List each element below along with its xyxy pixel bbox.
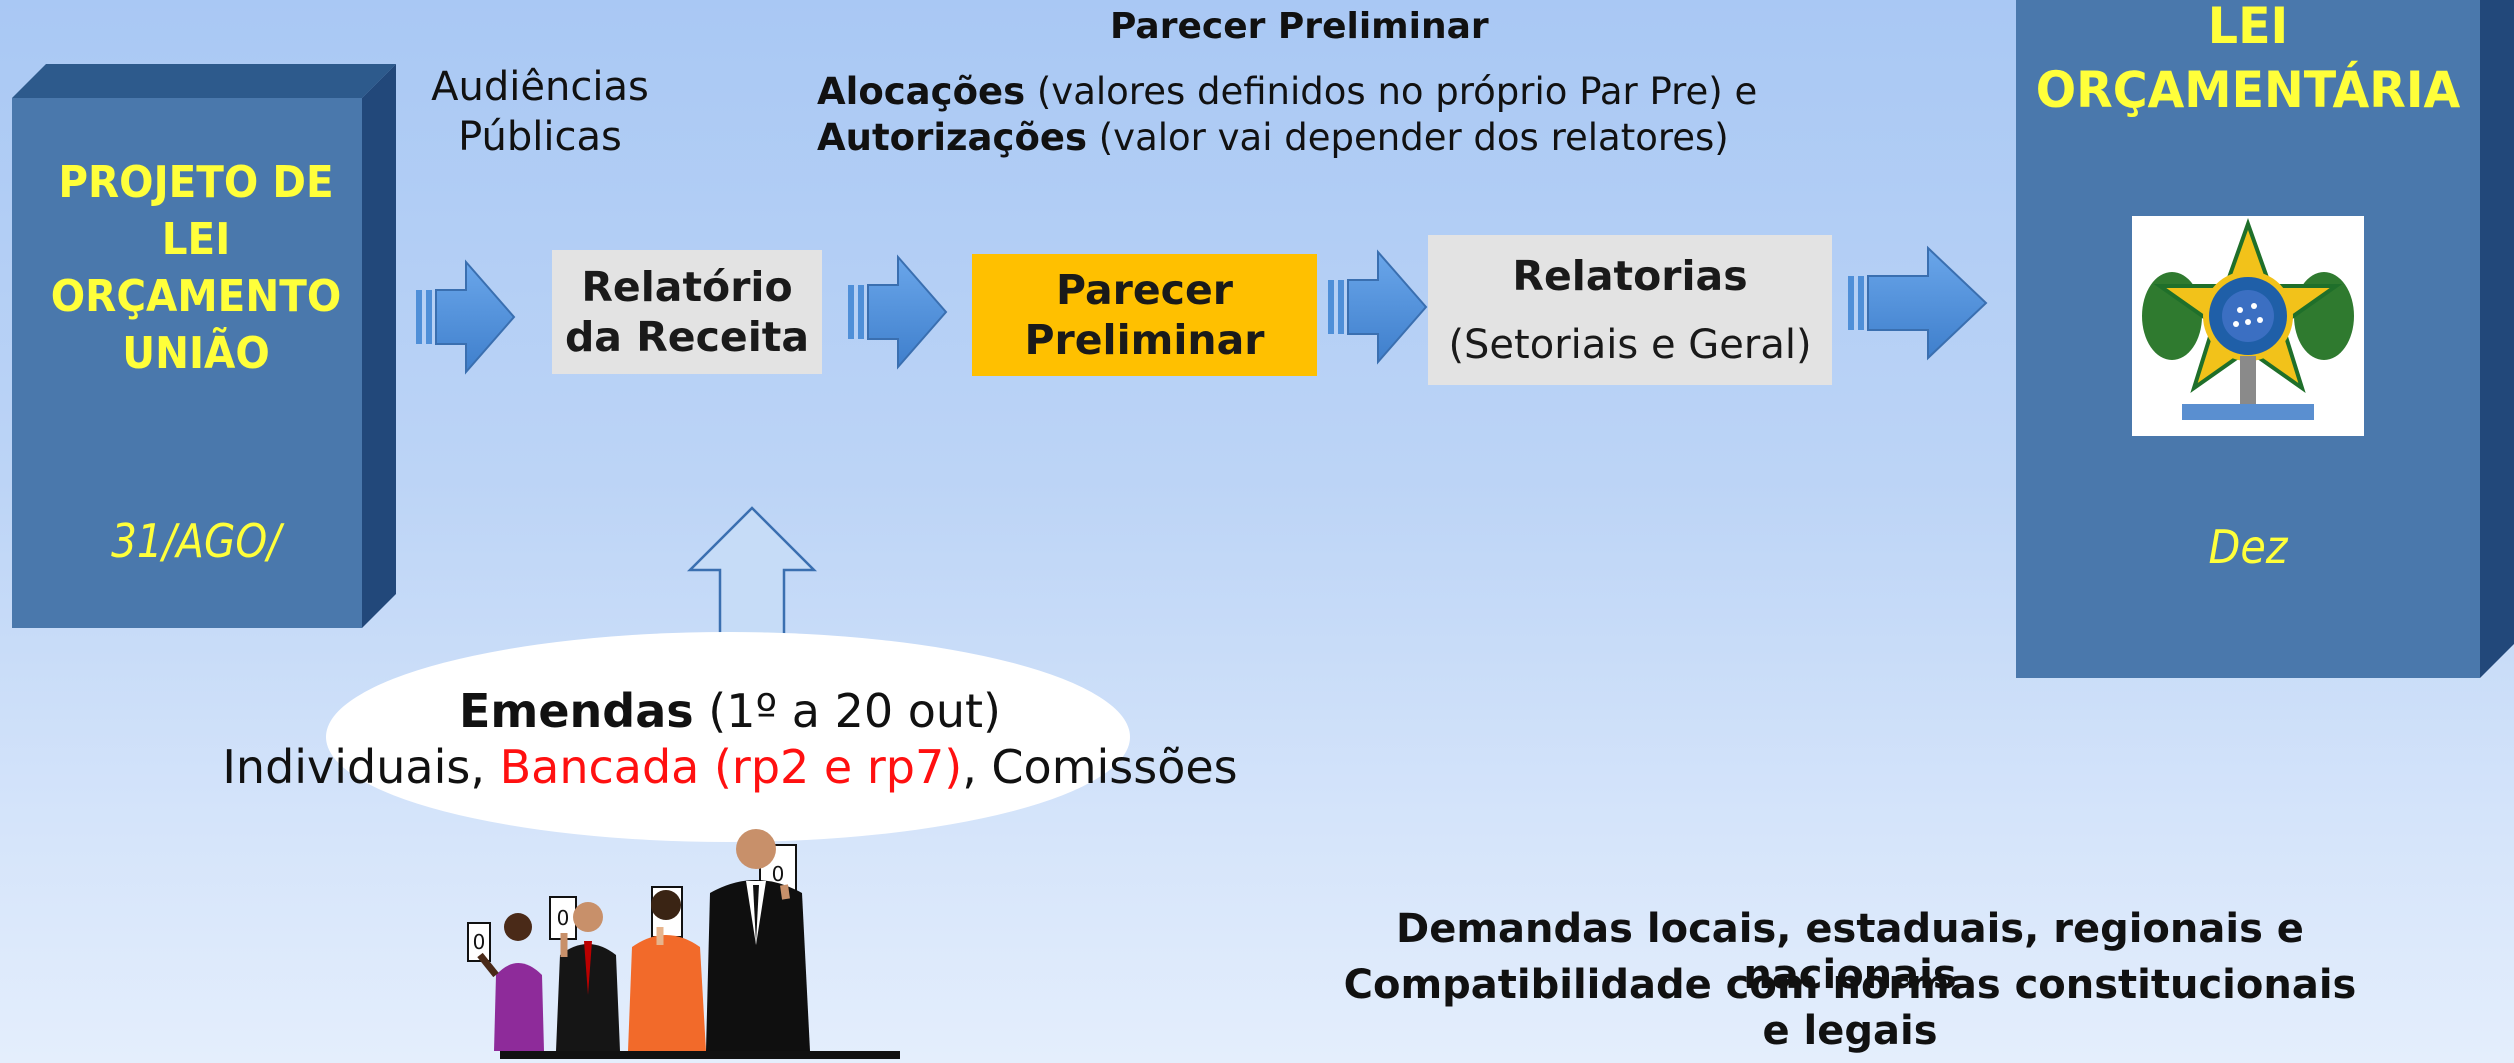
relatorio-receita-step: Relatório da Receita — [552, 250, 822, 374]
projeto-title-line: PROJETO DE — [58, 157, 334, 208]
step-label: Preliminar — [1024, 316, 1265, 364]
projeto-title-line: UNIÃO — [122, 328, 270, 379]
audiencias-line: Audiências — [431, 64, 649, 110]
right-arrow-icon — [1848, 245, 1988, 361]
emendas-dates: (1º a 20 out) — [693, 684, 1002, 738]
right-arrow-icon — [848, 254, 948, 370]
emendas-type: Individuais, — [222, 740, 500, 794]
emendas-type: , Comissões — [962, 740, 1238, 794]
autorizacoes-bold: Autorizações — [817, 116, 1087, 159]
alocacoes-rest: (valores definidos no próprio Par Pre) e — [1025, 70, 1758, 113]
projeto-de-lei-box: PROJETO DE LEI ORÇAMENTO UNIÃO 31/AGO/ — [12, 64, 412, 630]
projeto-box-shape — [12, 64, 396, 628]
coat-of-arms-icon — [2132, 216, 2364, 436]
emendas-bold: Emendas — [458, 684, 694, 738]
emendas-types-line: Individuais, Bancada (rp2 e rp7), Comiss… — [0, 740, 1460, 794]
page-title: Parecer Preliminar — [1110, 6, 1489, 47]
lei-title-line: LEI — [2207, 0, 2289, 55]
lei-date: Dez — [2208, 520, 2288, 574]
vote-card-label: 0 — [473, 930, 486, 954]
demandas-line: Demandas locais, estaduais, regionais e … — [1396, 906, 2304, 998]
vote-card-label: 0 — [772, 862, 785, 886]
alocacoes-bold: Alocações — [817, 70, 1026, 113]
compatibilidade-line: Compatibilidade com normas constituciona… — [1343, 962, 2357, 1054]
lei-title-line: ORÇAMENTÁRIA — [2035, 61, 2461, 119]
projeto-date: 31/AGO/ — [111, 514, 281, 568]
autorizacoes-line: Autorizações (valor vai depender dos rel… — [817, 116, 1729, 159]
people-voting-icon: 0 0 0 0 — [467, 829, 900, 1059]
parecer-preliminar-step: Parecer Preliminar — [972, 254, 1317, 376]
relatorias-step: Relatorias (Setoriais e Geral) — [1428, 235, 1832, 385]
audiencias-publicas-label: Audiências Públicas — [430, 62, 650, 162]
lei-title: LEI ORÇAMENTÁRIA — [2028, 0, 2469, 122]
audiencias-line: Públicas — [458, 114, 622, 160]
projeto-title-line: ORÇAMENTO — [50, 271, 342, 322]
step-sublabel: (Setoriais e Geral) — [1448, 322, 1812, 368]
lei-orcamentaria-box: LEI ORÇAMENTÁRIA Dez — [2016, 0, 2514, 680]
step-label: da Receita — [564, 313, 810, 361]
step-label: Relatório — [581, 263, 793, 311]
projeto-title-line: LEI — [161, 214, 231, 265]
step-label: Relatorias — [1512, 252, 1748, 300]
emendas-type-highlight: Bancada (rp2 e rp7) — [499, 740, 963, 794]
vote-card-label: 0 — [557, 906, 570, 930]
emendas-ellipse — [326, 632, 1130, 842]
autorizacoes-rest: (valor vai depender dos relatores) — [1086, 116, 1729, 159]
alocacoes-line: Alocações (valores definidos no próprio … — [817, 70, 1757, 113]
step-label: Parecer — [1056, 266, 1233, 314]
right-arrow-icon — [1328, 249, 1428, 365]
projeto-title: PROJETO DE LEI ORÇAMENTO UNIÃO — [36, 154, 356, 382]
right-arrow-icon — [416, 259, 516, 375]
emendas-title-line: Emendas (1º a 20 out) — [0, 684, 1460, 738]
